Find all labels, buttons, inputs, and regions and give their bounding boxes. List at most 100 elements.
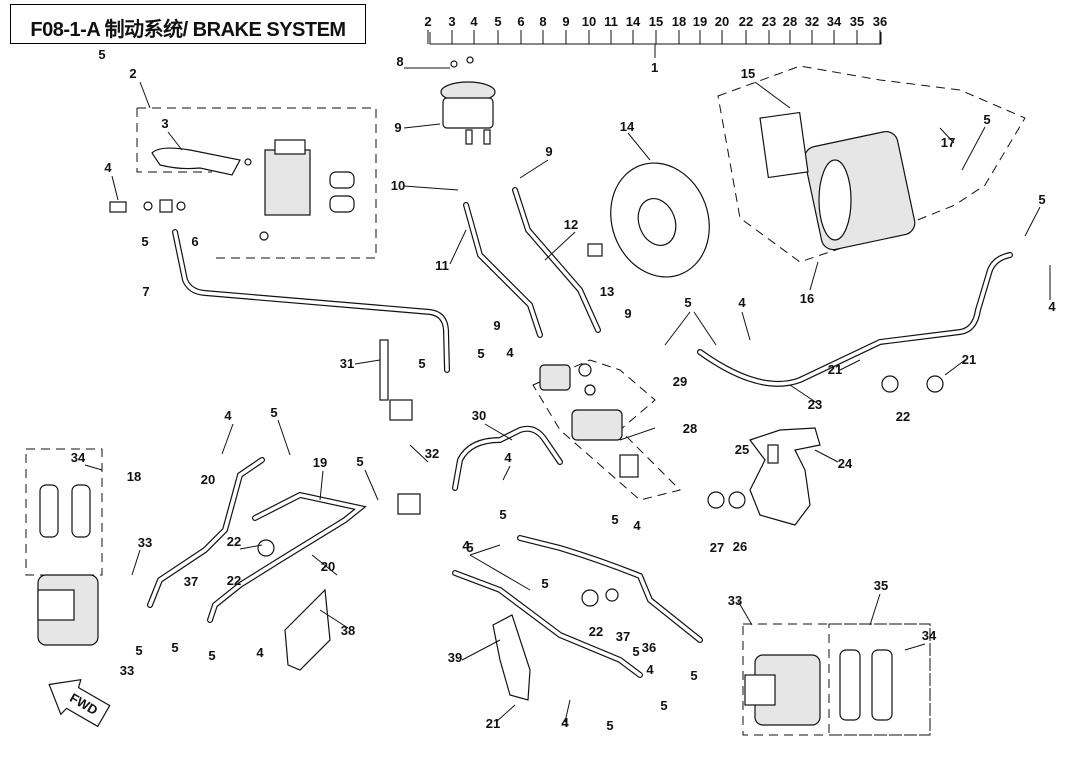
callout-label: 5 [477,346,484,361]
callout-label: 24 [838,456,853,471]
callout-label: 15 [741,66,755,81]
callout-label: 9 [545,144,552,159]
callout-label: 13 [600,284,614,299]
callout-label: 4 [561,715,569,730]
kit-member-label: 15 [649,14,663,29]
callout-label: 5 [418,356,425,371]
callout-label: 21 [962,352,976,367]
callout-label: 7 [142,284,149,299]
callout-label: 21 [828,362,842,377]
callout-label: 5 [684,295,691,310]
callout-label: 9 [493,318,500,333]
kit-label: 1 [651,60,658,75]
callout-label: 4 [256,645,264,660]
callout-label: 5 [208,648,215,663]
kit-member-label: 14 [626,14,641,29]
callout-label: 31 [340,356,354,371]
callout-label: 22 [589,624,603,639]
callout-label: 12 [564,217,578,232]
callout-label: 2 [129,66,136,81]
callout-label: 5 [541,576,548,591]
callout-label: 4 [504,450,512,465]
kit-member-label: 35 [850,14,864,29]
callout-label: 5 [983,112,990,127]
callout-label: 4 [1048,299,1056,314]
callout-label: 9 [624,306,631,321]
callout-label: 4 [561,715,569,730]
callout-label: 8 [396,54,403,69]
brake-disc [587,162,710,278]
callout-label: 16 [800,291,814,306]
callout-label: 5 [270,405,277,420]
callout-label: 5 [141,234,148,249]
callout-label: 14 [620,119,635,134]
callout-label: 29 [673,374,687,389]
kit-member-label: 20 [715,14,729,29]
callout-label: 5 [611,512,618,527]
kit-member-label: 4 [470,14,478,29]
callout-label: 35 [874,578,888,593]
clamps [257,339,944,607]
parts: FWD [37,56,944,728]
callout-label: 39 [448,650,462,665]
callout-label: 27 [710,540,724,555]
callout-label: 11 [435,258,449,273]
kit-member-label: 5 [494,14,501,29]
callout-label: 34 [922,628,937,643]
callout-label: 33 [0,0,7,3]
callout-label: 9 [394,120,401,135]
callout-label: 4 [646,662,654,677]
caliper-left [37,484,99,646]
callout-label: 4 [738,295,746,310]
callout-label: 37 [616,629,630,644]
reservoir [440,56,496,145]
caliper-right [744,649,893,726]
callout-label: 32 [425,446,439,461]
brackets [284,588,531,701]
kit-member-label: 28 [783,14,797,29]
valve-blocks [539,363,639,478]
callout-label: 5 [690,668,697,683]
callout-label: 5 [660,698,667,713]
callout-label: 33 [120,663,134,678]
callout-label: 22 [227,534,241,549]
leader-lines [84,67,1051,723]
caliper-front [759,111,916,251]
callout-label: 22 [227,573,241,588]
callout-label: 5 [466,540,473,555]
callout-label: 34 [71,450,86,465]
kit-member-label: 8 [539,14,546,29]
callout-label: 5 [606,718,613,733]
callout-label: 33 [728,593,742,608]
callout-label: 30 [472,408,486,423]
callout-label: 38 [341,623,355,638]
callout-label: 25 [735,442,749,457]
callout-label: 17 [941,135,955,150]
kit-member-label: 9 [562,14,569,29]
callout-label: 5 [632,644,639,659]
callout-label: 5 [98,47,105,62]
title-box: F08-1-A 制动系统/ BRAKE SYSTEM [10,4,366,44]
callout-label: 4 [104,160,112,175]
kit-member-label: 32 [805,14,819,29]
callout-label: 4 [224,408,232,423]
master-cylinder [151,139,355,241]
callout-label: 5 [356,454,363,469]
kit-member-label: 2 [424,14,431,29]
kit-member-label: 3 [448,14,455,29]
brake-pedal [707,427,821,526]
callout-label: 20 [201,472,215,487]
kit-member-label: 18 [672,14,686,29]
kit-member-label: 19 [693,14,707,29]
kit-member-label: 36 [873,14,887,29]
callout-label: 5 [499,507,506,522]
kit-member-label: 34 [827,14,842,29]
callout-label: 37 [184,574,198,589]
callout-label: 5 [171,640,178,655]
callout-label: 18 [127,469,141,484]
callout-label: 4 [633,518,641,533]
kit-member-label: 23 [762,14,776,29]
fwd-arrow: FWD [48,678,111,728]
